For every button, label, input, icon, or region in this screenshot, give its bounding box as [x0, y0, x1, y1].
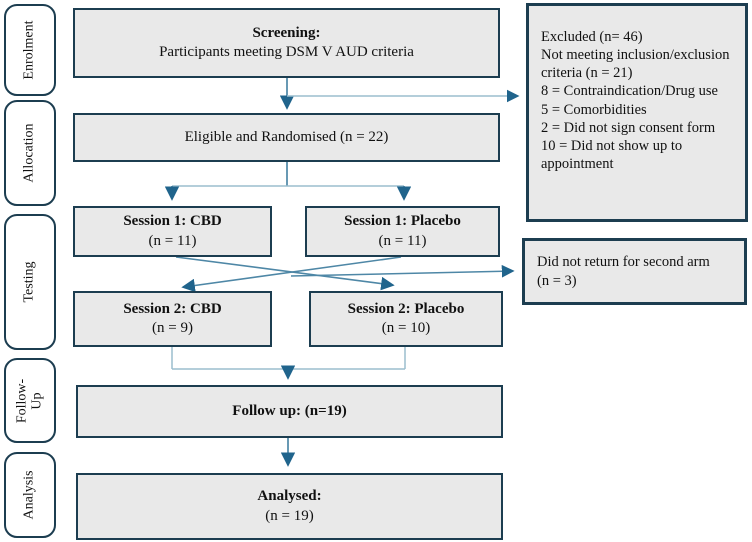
box-session1-placebo-body: (n = 11): [378, 232, 427, 249]
arrow-to-no-return: [290, 264, 515, 278]
stage-analysis: Analysis: [4, 452, 56, 538]
box-session2-cbd-title: Session 2: CBD: [123, 300, 222, 317]
excluded-line: 5 = Comorbidities: [541, 101, 647, 118]
box-eligible: Eligible and Randomised (n = 22): [73, 113, 500, 162]
box-screening-body: Participants meeting DSM V AUD criteria: [159, 44, 414, 60]
stage-enrolment-label: Enrolment: [21, 20, 37, 80]
stage-allocation-label: Allocation: [21, 123, 37, 183]
box-session2-placebo-title: Session 2: Placebo: [347, 300, 465, 317]
excluded-line: Not meeting inclusion/exclusion criteria…: [541, 47, 730, 82]
box-screening: Screening: Participants meeting DSM V AU…: [73, 8, 500, 78]
box-session1-cbd-title: Session 1: CBD: [123, 213, 222, 229]
box-followup-title: Follow up: (n=19): [232, 402, 347, 419]
box-analysed: Analysed: (n = 19): [76, 473, 503, 540]
stage-enrolment: Enrolment: [4, 4, 56, 96]
box-session2-cbd: Session 2: CBD (n = 9): [73, 291, 272, 347]
box-followup: Follow up: (n=19): [76, 385, 503, 438]
box-session1-cbd-body: (n = 11): [148, 232, 197, 249]
box-excluded: Excluded (n= 46) Not meeting inclusion/e…: [526, 3, 748, 222]
stage-follow-up: Follow-Up: [4, 358, 56, 443]
arrow-s1cbd-to-s2placebo: [175, 256, 395, 291]
box-session2-cbd-body: (n = 9): [152, 320, 193, 336]
stage-testing: Testing: [4, 214, 56, 350]
box-analysed-title: Analysed:: [257, 488, 322, 504]
box-screening-title: Screening:: [252, 24, 321, 41]
excluded-line: Excluded (n= 46): [541, 29, 643, 45]
box-session1-placebo: Session 1: Placebo (n = 11): [305, 206, 500, 257]
box-eligible-body: Eligible and Randomised (n = 22): [184, 128, 389, 145]
no-return-line: Did not return for second arm: [537, 254, 710, 271]
stage-allocation: Allocation: [4, 100, 56, 206]
box-no-return: Did not return for second arm (n = 3): [522, 238, 747, 305]
stage-testing-label: Testing: [21, 261, 37, 303]
excluded-line: 8 = Contraindication/Drug use: [541, 83, 718, 100]
stage-analysis-label: Analysis: [21, 470, 37, 520]
box-session2-placebo: Session 2: Placebo (n = 10): [309, 291, 503, 347]
box-analysed-body: (n = 19): [265, 507, 314, 524]
box-session1-cbd: Session 1: CBD (n = 11): [73, 206, 272, 257]
excluded-line: 2 = Did not sign consent form: [541, 119, 716, 136]
box-session2-placebo-body: (n = 10): [381, 320, 431, 336]
stage-follow-up-label: Follow-Up: [14, 378, 44, 423]
arrow-s1placebo-to-s2cbd: [181, 256, 402, 293]
excluded-line: 10 = Did not show up to appointment: [541, 137, 683, 172]
no-return-line: (n = 3): [537, 272, 577, 289]
box-session1-placebo-title: Session 1: Placebo: [344, 213, 461, 229]
